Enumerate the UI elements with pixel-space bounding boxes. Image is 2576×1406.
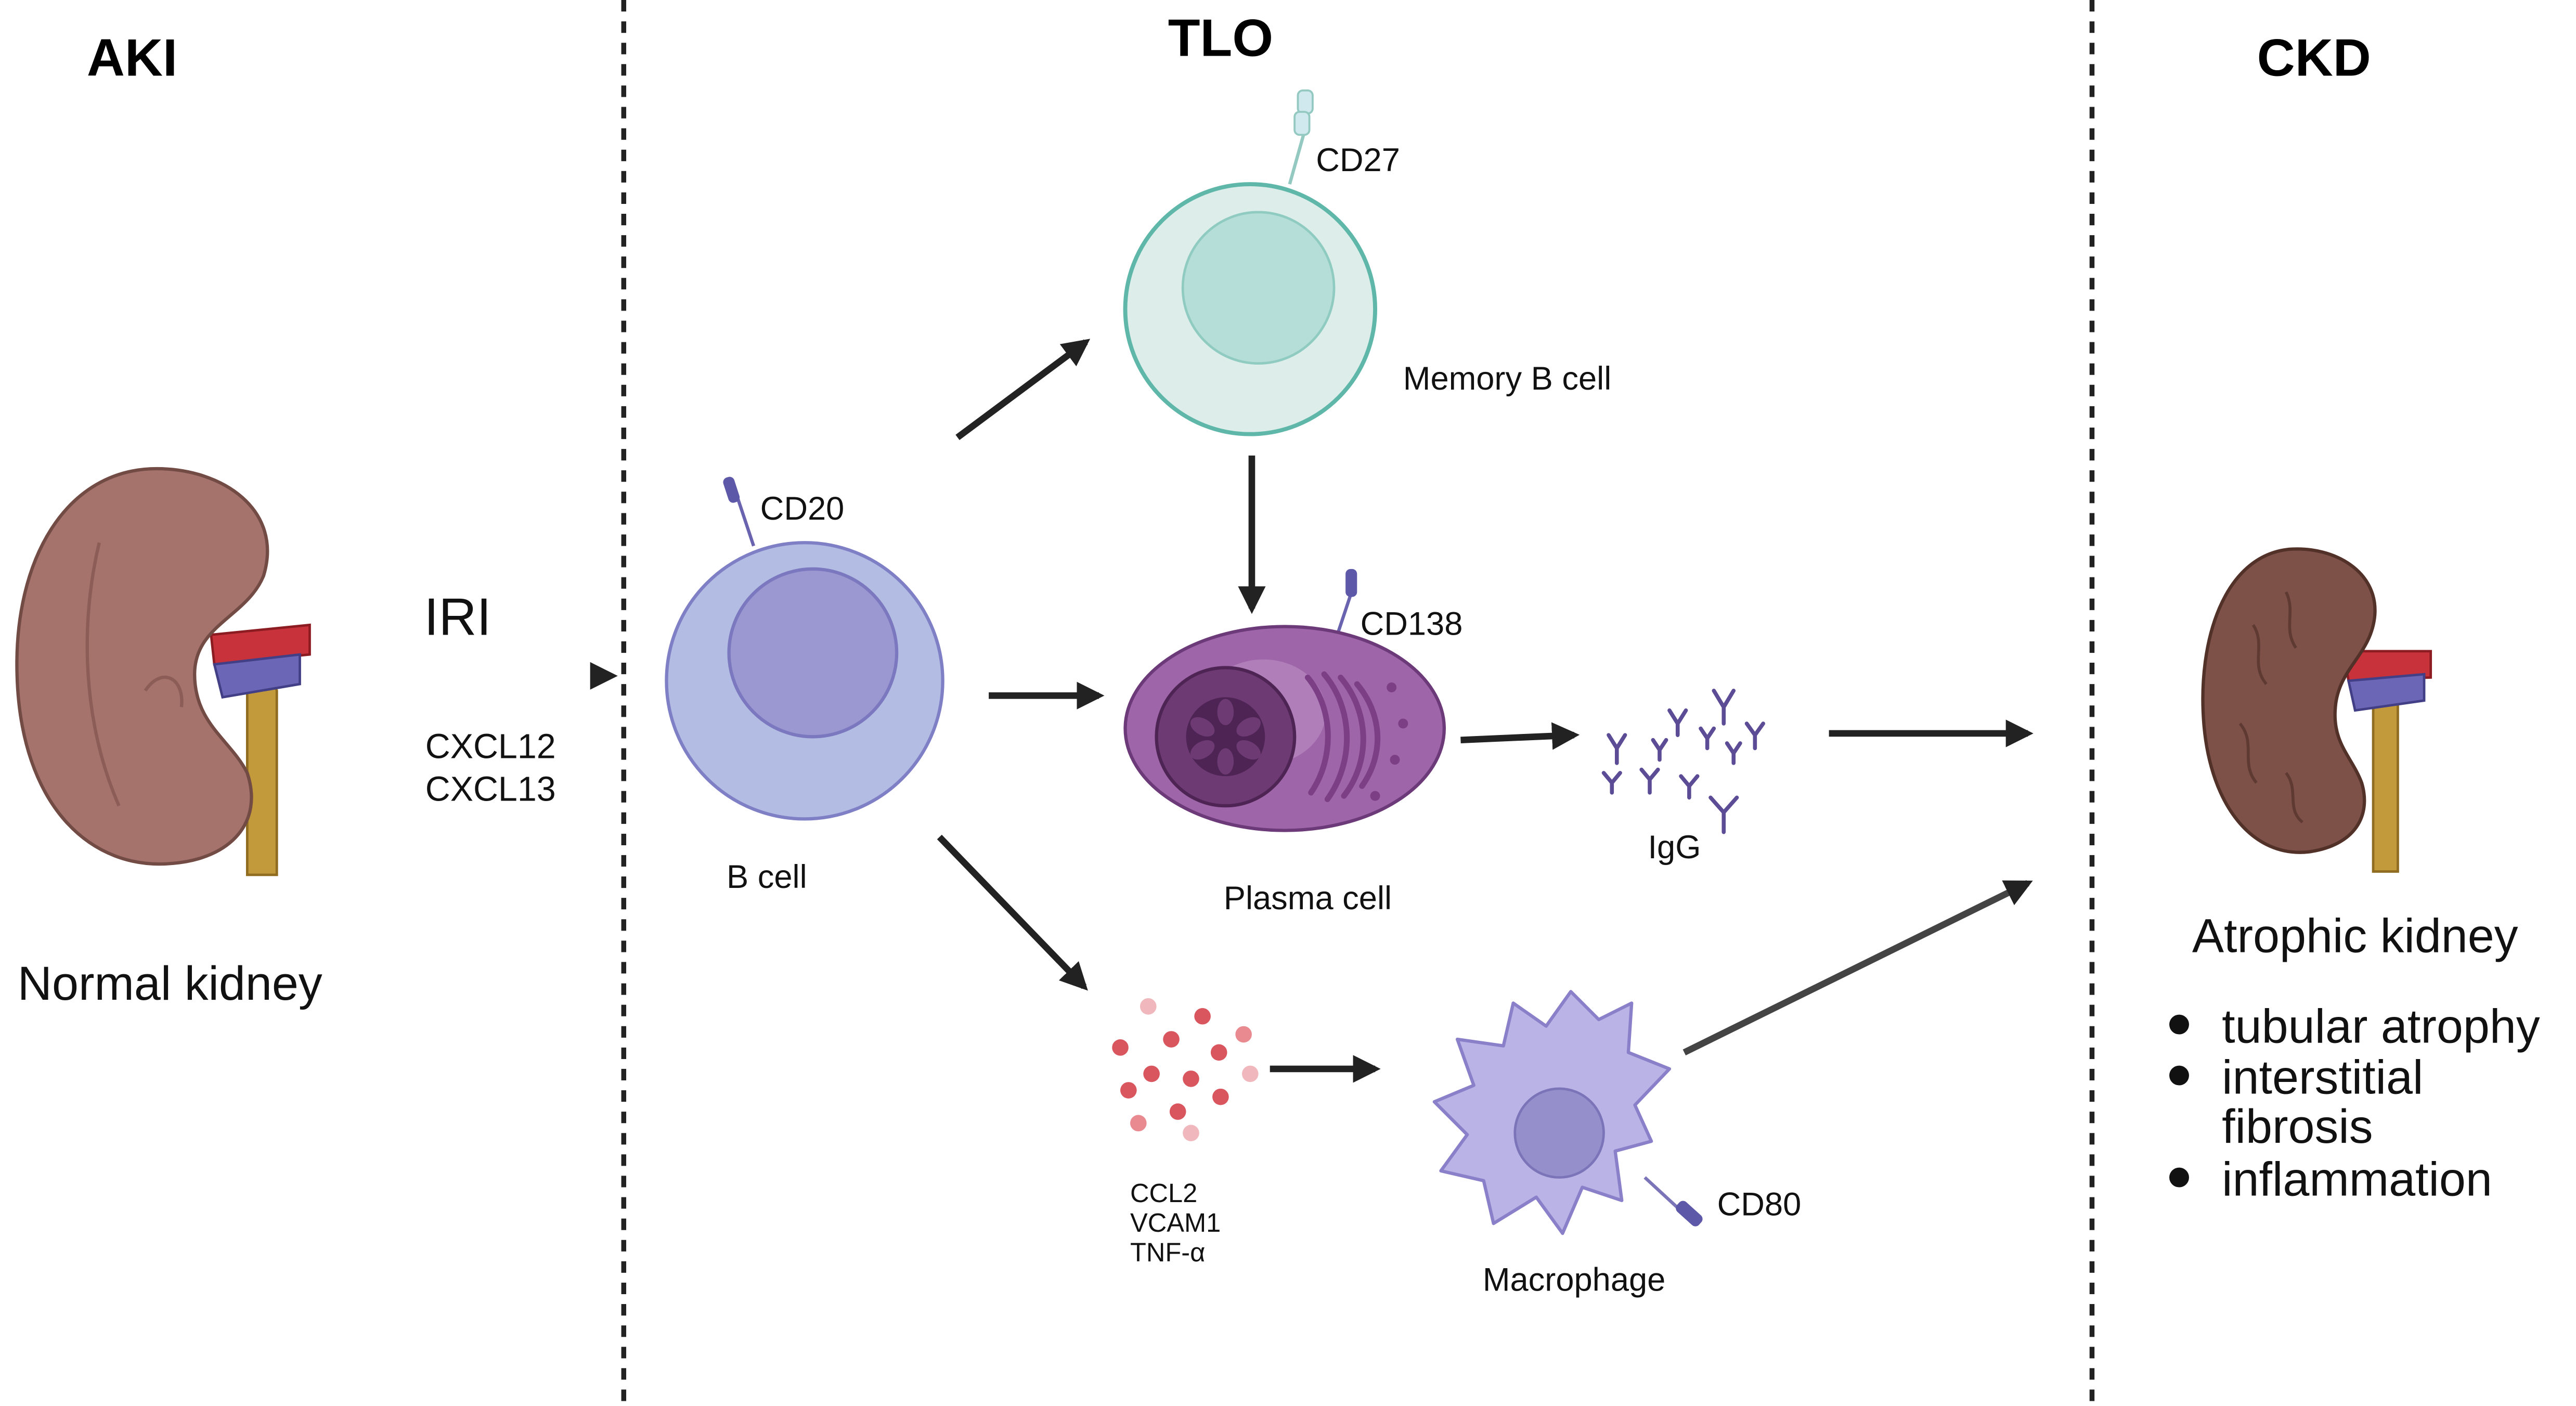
igg-antibodies <box>1601 688 1765 834</box>
header-ckd: CKD <box>2257 28 2371 87</box>
plasma-cell-label: Plasma cell <box>1224 880 1392 917</box>
macrophage-marker: CD80 <box>1717 1186 1802 1222</box>
header-aki: AKI <box>87 28 177 87</box>
mediator-3: TNF-α <box>1130 1237 1205 1267</box>
b-cell-label: B cell <box>727 859 807 895</box>
mediator-1: CCL2 <box>1130 1178 1197 1208</box>
arrow-b-to-memory <box>955 339 1091 441</box>
ckd-feature-2: interstitial <box>2222 1051 2423 1104</box>
plasma-cell-marker: CD138 <box>1361 605 1463 642</box>
macrophage <box>1432 990 1703 1235</box>
memory-b-cell <box>1123 89 1378 436</box>
chemokine-2: CXCL13 <box>425 770 556 809</box>
header-tlo: TLO <box>1168 8 1273 67</box>
arrow-b-to-mediators <box>937 834 1088 991</box>
ckd-feature-3: inflammation <box>2222 1153 2492 1206</box>
chemokine-1: CXCL12 <box>425 727 556 766</box>
mediator-dots <box>1112 998 1259 1142</box>
plasma-cell <box>1123 569 1446 832</box>
b-cell-marker: CD20 <box>760 491 845 527</box>
ckd-features-list: tubular atrophy interstitial fibrosis in… <box>2169 1000 2540 1206</box>
b-cell <box>665 476 944 821</box>
normal-kidney-label: Normal kidney <box>18 957 322 1010</box>
iri-label: IRI <box>424 587 491 646</box>
mediator-2: VCAM1 <box>1130 1208 1221 1237</box>
igg-label: IgG <box>1648 829 1701 866</box>
macrophage-label: Macrophage <box>1483 1262 1665 1298</box>
ckd-feature-2-cont: fibrosis <box>2222 1100 2373 1153</box>
memory-b-cell-label: Memory B cell <box>1403 360 1611 397</box>
memory-b-cell-marker: CD27 <box>1316 142 1400 178</box>
flow-arrows <box>937 339 2034 1083</box>
ckd-feature-1: tubular atrophy <box>2222 1000 2540 1053</box>
atrophic-kidney-illustration <box>2201 547 2432 873</box>
arrow-macrophage-to-ckd <box>1682 880 2033 1055</box>
atrophic-kidney-label: Atrophic kidney <box>2192 909 2518 962</box>
normal-kidney-illustration <box>15 467 311 876</box>
arrow-plasma-to-igg <box>1460 722 1580 750</box>
